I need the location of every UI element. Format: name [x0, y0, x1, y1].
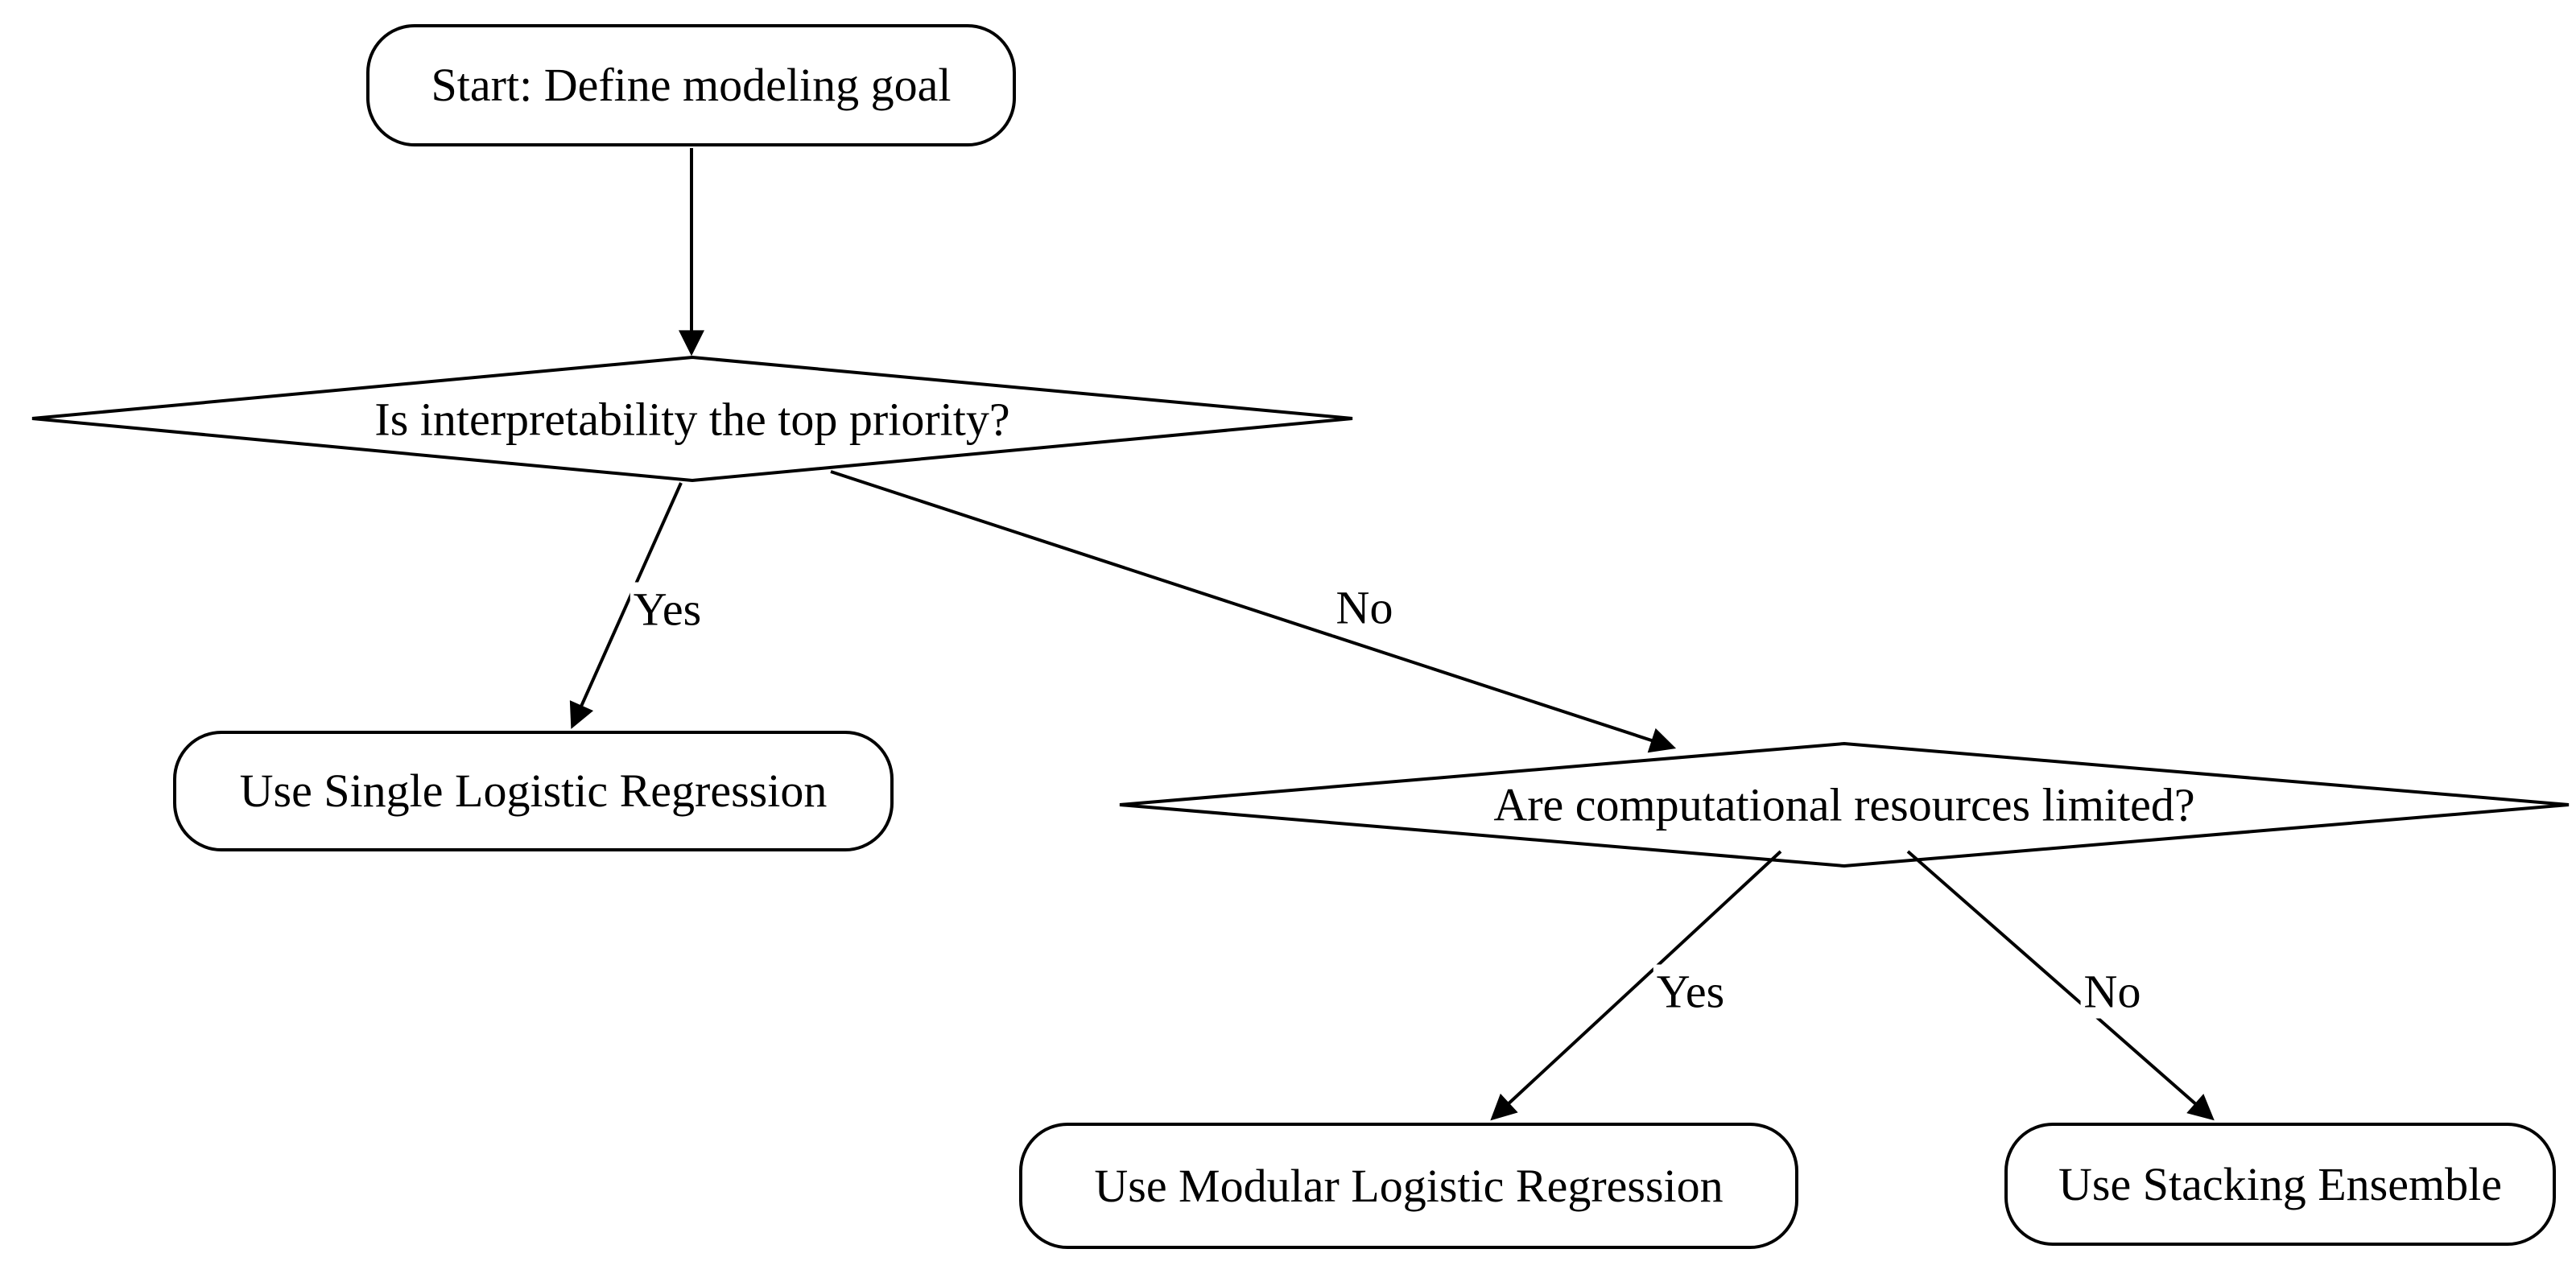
node-use-stacking-ensemble: Use Stacking Ensemble	[2004, 1123, 2556, 1246]
edge-resources-no-to-stacking	[1906, 850, 2215, 1121]
edge-label-interpretability-no: No	[1332, 580, 1397, 635]
node-decision-interpretability-label: Is interpretability the top priority?	[374, 393, 1010, 446]
edge-interpretability-no-to-resources	[830, 470, 1677, 753]
node-start: Start: Define modeling goal	[366, 24, 1016, 146]
decision-diamond-resources	[1119, 741, 2570, 868]
decision-diamond-interpretability	[31, 355, 1353, 483]
node-decision-resources-label: Are computational resources limited?	[1493, 778, 2195, 831]
node-start-label: Start: Define modeling goal	[431, 59, 952, 112]
edge-resources-yes-to-modular	[1490, 850, 1782, 1121]
node-stacking-label: Use Stacking Ensemble	[2058, 1157, 2502, 1210]
edge-label-resources-yes: Yes	[1653, 964, 1728, 1019]
edge-interpretability-yes-to-single	[569, 482, 683, 729]
node-use-single-logistic-regression: Use Single Logistic Regression	[173, 731, 894, 851]
edge-label-interpretability-yes: Yes	[630, 582, 705, 637]
edge-label-resources-no: No	[2080, 964, 2145, 1019]
node-single-logistic-label: Use Single Logistic Regression	[239, 765, 828, 818]
node-use-modular-logistic-regression: Use Modular Logistic Regression	[1019, 1123, 1798, 1249]
node-modular-logistic-label: Use Modular Logistic Regression	[1094, 1159, 1724, 1212]
